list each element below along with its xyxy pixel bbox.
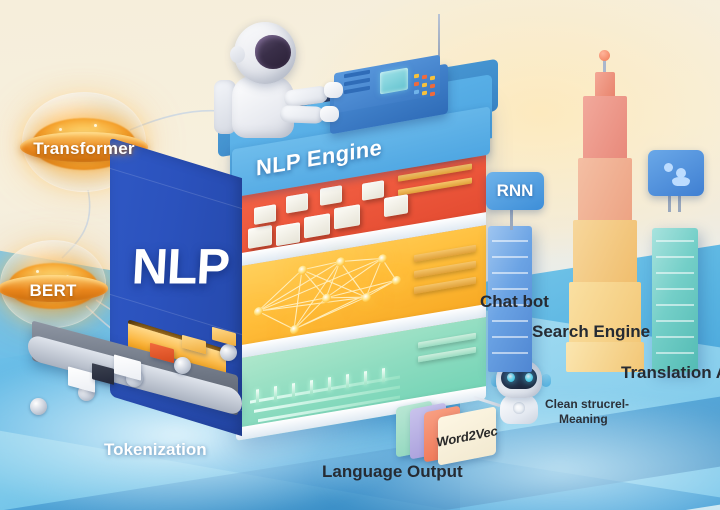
robot-chest-button (513, 402, 525, 414)
orb-label-bert: BERT (29, 281, 77, 301)
building-tier (569, 282, 641, 344)
sign-post (678, 196, 681, 212)
sparkle-icon (59, 128, 63, 131)
output-pin (346, 374, 349, 389)
building-search-engine[interactable] (566, 50, 644, 372)
label-clean-line1: Clean strucrel- (545, 397, 630, 411)
label-clean-line2: Meaning (559, 412, 608, 426)
building-floorline (491, 336, 529, 338)
sparkle-icon (36, 269, 40, 273)
output-pin (274, 386, 277, 401)
sign-post (510, 208, 513, 230)
building-floorline (655, 352, 695, 354)
building-tier (578, 158, 632, 222)
building-sign-translation[interactable] (648, 150, 704, 196)
output-pin (256, 389, 259, 404)
label-search-engine: Search Engine (532, 322, 651, 341)
label-language-output: Language Output (322, 462, 463, 481)
building-tower (652, 228, 698, 372)
sparkle-icon (93, 124, 97, 127)
machine-layer-middle (236, 225, 486, 359)
conveyor-roller (220, 344, 237, 361)
conveyor-roller (174, 357, 191, 374)
building-floorline (655, 304, 695, 306)
conveyor-roller (30, 398, 47, 415)
token-box (384, 194, 408, 218)
robot-face-panel (501, 367, 537, 389)
conveyor-item-gold (182, 334, 206, 355)
building-translation-app[interactable] (648, 150, 704, 372)
output-pin (382, 367, 385, 383)
antenna-icon (438, 14, 440, 76)
robot-eye-icon (507, 373, 515, 382)
output-pin (328, 377, 331, 392)
building-floorline (491, 320, 529, 322)
output-pin (310, 380, 313, 395)
building-tier (573, 220, 637, 284)
building-sign-rnn[interactable]: RNN (486, 172, 544, 210)
astronaut-helmet-ear (230, 46, 245, 63)
output-pin (292, 383, 295, 398)
label-chat-bot: Chat bot (480, 292, 549, 311)
people-icon (661, 161, 691, 186)
building-floorline (491, 256, 529, 258)
building-floorline (491, 288, 529, 290)
label-clean-meaning: Clean strucrel- Meaning (545, 397, 629, 427)
astronaut-arm (279, 105, 325, 124)
orb-ring (0, 275, 109, 302)
label-tokenization: Tokenization (104, 440, 207, 459)
astronaut-glove (324, 82, 343, 98)
building-floorline (491, 272, 529, 274)
panel-line (110, 167, 242, 210)
concept-orb-bert[interactable]: BERT (0, 240, 109, 328)
building-tier (595, 72, 615, 98)
building-tower (488, 226, 532, 372)
sign-post (668, 196, 671, 212)
label-translation-app: Translation Ap (621, 363, 720, 382)
astronaut-operator[interactable] (214, 18, 362, 148)
people-icon-head (664, 163, 673, 172)
astronaut-glove (320, 106, 339, 122)
astronaut-visor (255, 35, 291, 69)
control-console[interactable] (330, 14, 458, 135)
antenna-tip-icon (599, 50, 610, 61)
machine-body (236, 97, 486, 441)
building-floorline (655, 288, 695, 290)
building-floorline (655, 256, 695, 258)
building-floorline (655, 336, 695, 338)
building-floorline (655, 320, 695, 322)
building-floorline (655, 240, 695, 242)
token-box (334, 204, 360, 230)
astronaut-backpack (214, 80, 236, 134)
building-floorline (491, 304, 529, 306)
building-base (566, 342, 644, 372)
output-pin (364, 370, 367, 386)
nlp-engine-machine[interactable]: NLP Engine NLP (110, 58, 498, 448)
token-box (304, 213, 330, 239)
building-chatbot[interactable]: RNN (486, 172, 544, 372)
token-box (248, 224, 272, 249)
building-floorline (491, 352, 529, 354)
robot-eye-icon (525, 373, 533, 382)
conveyor-belt (22, 320, 252, 436)
machine-side-label: NLP (130, 238, 231, 295)
robot-ear (541, 374, 551, 387)
sign-label-rnn: RNN (496, 181, 534, 200)
people-icon-body (672, 177, 690, 186)
building-floorline (491, 240, 529, 242)
people-icon-head (676, 168, 686, 178)
building-tier (583, 96, 627, 160)
building-floorline (655, 272, 695, 274)
assistant-robot[interactable] (473, 340, 555, 430)
token-box (276, 222, 300, 247)
orb-label-transformer: Transformer (33, 139, 135, 158)
